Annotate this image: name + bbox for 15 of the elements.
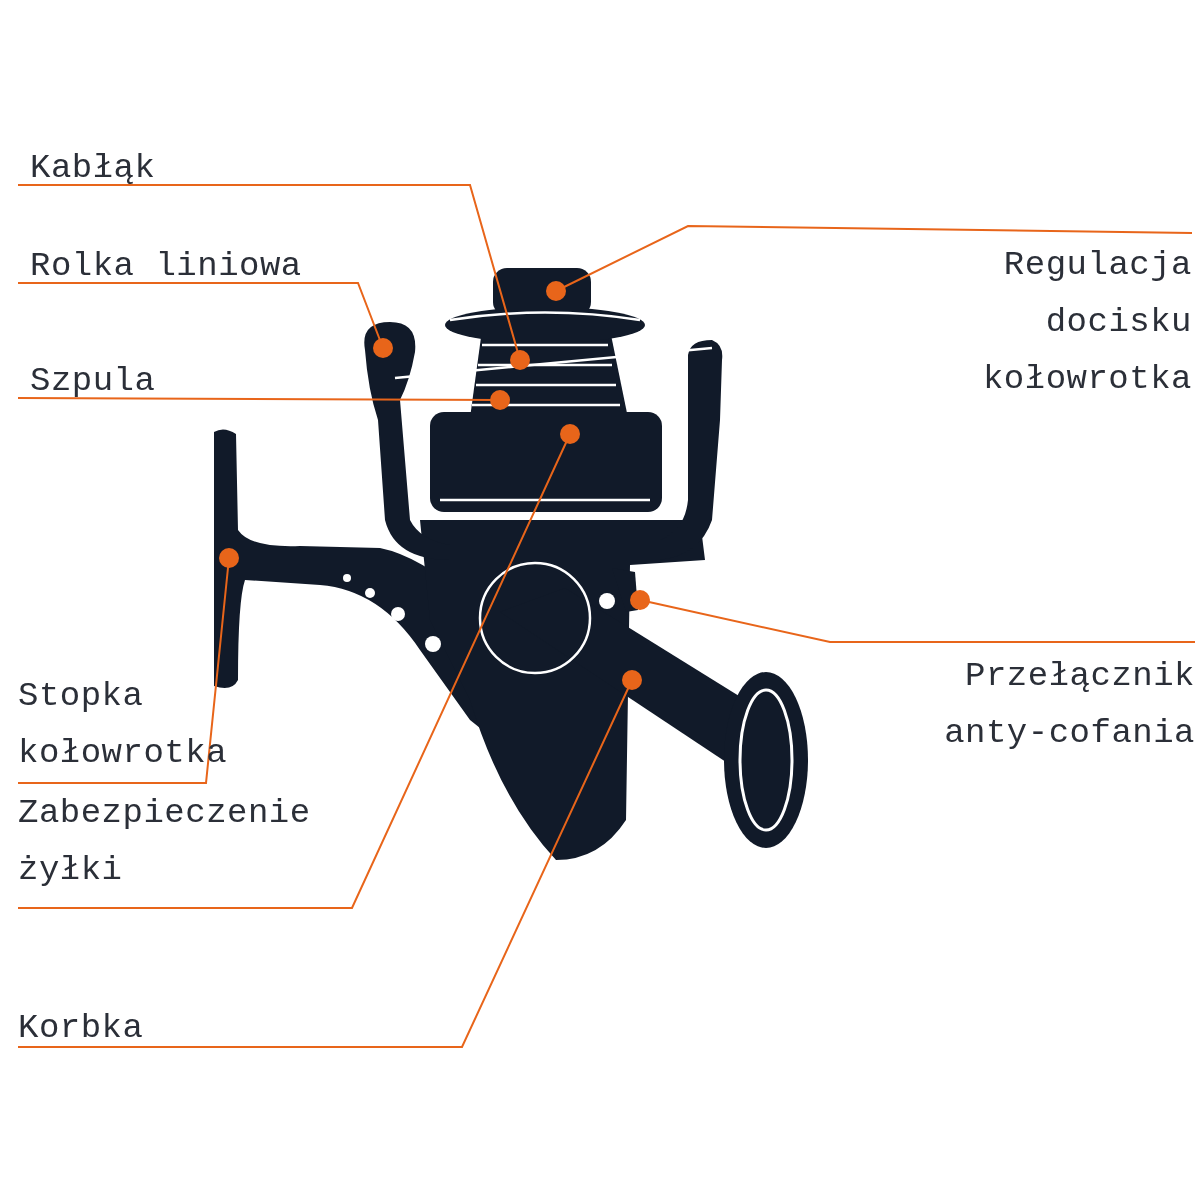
leader-line (17, 184, 530, 370)
part-label: Rolka liniowa (30, 246, 302, 287)
part-label: Szpula (30, 361, 156, 402)
part-label: Zabezpieczenie żyłki (18, 793, 312, 891)
leader-line (17, 424, 580, 909)
leader-line (17, 282, 393, 358)
part-label: Regulacja docisku kołowrotka (981, 245, 1192, 400)
part-label: Przełącznik anty-cofania (943, 656, 1195, 754)
leader-line (17, 670, 642, 1048)
part-label: Kabłąk (30, 148, 156, 189)
leader-line (17, 390, 510, 410)
leader-line (546, 225, 1193, 301)
part-label: Korbka (18, 1008, 144, 1049)
leader-line (630, 590, 1196, 643)
leader-line (17, 548, 239, 784)
